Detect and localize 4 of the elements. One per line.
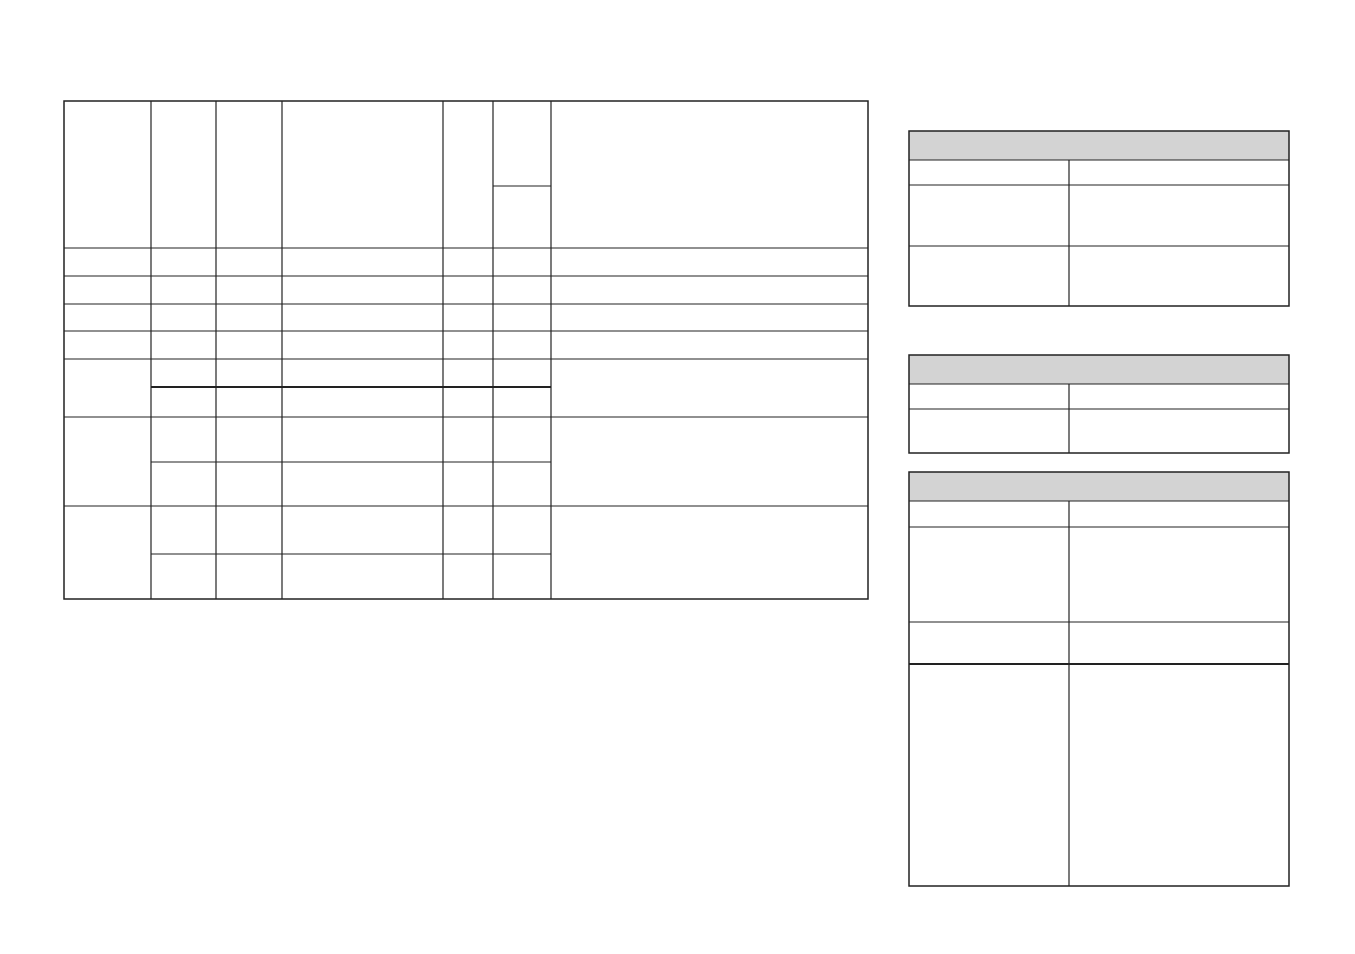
empty-table xyxy=(908,354,1290,454)
empty-table xyxy=(908,471,1290,887)
empty-table xyxy=(63,100,869,600)
empty-table xyxy=(908,130,1290,307)
